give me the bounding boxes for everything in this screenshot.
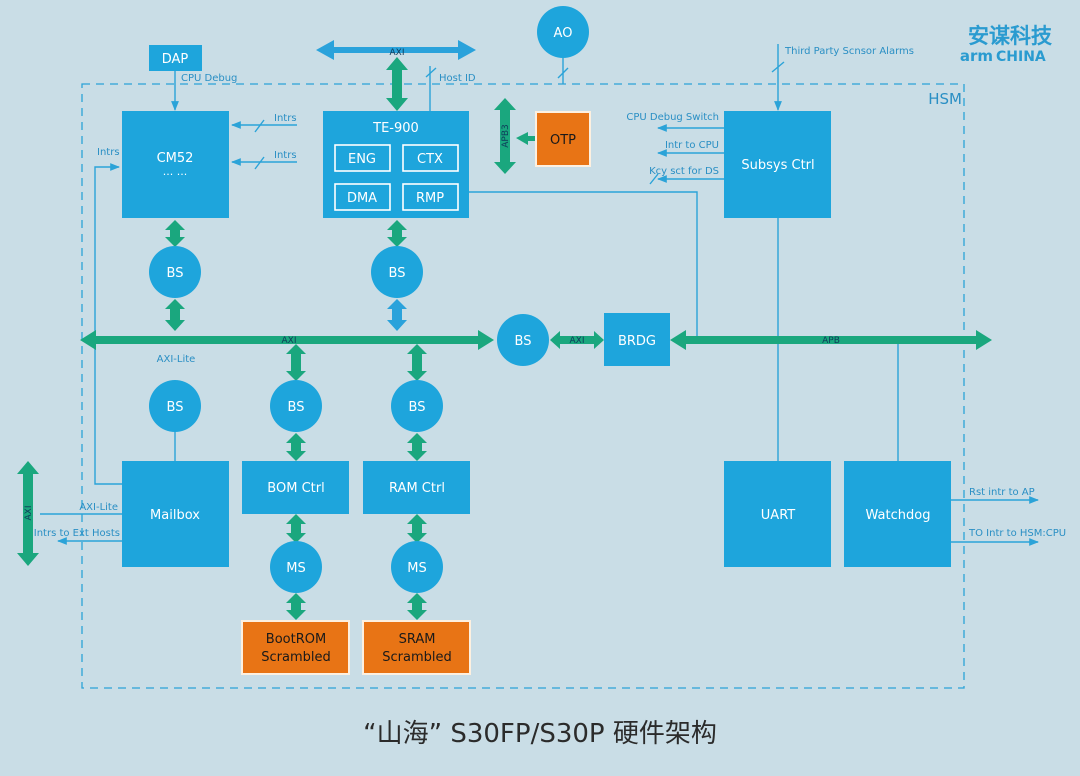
bs-bom: BS xyxy=(270,380,322,432)
left-axi-bus xyxy=(17,461,39,566)
cm52-dots: ··· ··· xyxy=(163,168,187,181)
te900-label: TE-900 xyxy=(372,121,419,136)
brand-china: CHINA xyxy=(996,49,1046,65)
svg-text:MS: MS xyxy=(286,561,305,576)
ram-ctrl-block: RAM Ctrl xyxy=(363,461,470,514)
rst-intr-label: Rst intr to AP xyxy=(969,487,1035,498)
apb-label: APB xyxy=(822,336,840,346)
bs-bridge: BS xyxy=(497,314,549,366)
ms-ram: MS xyxy=(391,541,443,593)
brdg-label: BRDG xyxy=(618,334,656,349)
to-intr-label: TO Intr to HSM:CPU xyxy=(968,528,1066,539)
mailbox-block: Mailbox xyxy=(122,461,229,567)
bootrom-block: BootROM Scrambled xyxy=(241,620,350,675)
ctx-label: CTX xyxy=(417,152,443,167)
otp-label: OTP xyxy=(550,133,576,148)
subsys-ctrl-block: Subsys Ctrl xyxy=(724,111,831,218)
ao-block: AO xyxy=(537,6,589,58)
apb-bus xyxy=(670,330,992,350)
bootrom-label-2: Scrambled xyxy=(261,650,331,665)
ms-bom: MS xyxy=(270,541,322,593)
bs-cm52-top: BS xyxy=(149,246,201,298)
bs-ram: BS xyxy=(391,380,443,432)
svg-text:BS: BS xyxy=(409,400,426,415)
apb3-label: APB3 xyxy=(501,124,511,147)
bom-ctrl-block: BOM Ctrl xyxy=(242,461,349,514)
svg-text:BS: BS xyxy=(167,400,184,415)
bootrom-label-1: BootROM xyxy=(266,632,326,647)
intrs-label-3: Intrs xyxy=(97,147,120,158)
intr-to-cpu-label: Intr to CPU xyxy=(665,140,719,151)
key-sct-label: Kcy sct for DS xyxy=(649,166,719,177)
svg-text:BS: BS xyxy=(288,400,305,415)
rmp-label: RMP xyxy=(416,191,444,206)
eng-label: ENG xyxy=(348,152,376,167)
brand-cn: 安谋科技 xyxy=(968,24,1053,48)
main-axi-bus xyxy=(80,330,494,350)
svg-text:BS: BS xyxy=(167,266,184,281)
cm52-label: CM52 xyxy=(157,151,194,166)
sram-label-2: Scrambled xyxy=(382,650,452,665)
dma-label: DMA xyxy=(347,191,377,206)
axi-lite-label: AXI-Lite xyxy=(157,354,196,365)
watchdog-block: Watchdog xyxy=(844,461,951,567)
intrs-label-1: Intrs xyxy=(274,113,297,124)
mailbox-axi-lite-label: AXI-Lite xyxy=(79,502,118,513)
bs-links xyxy=(165,220,427,620)
ram-ctrl-label: RAM Ctrl xyxy=(389,481,445,496)
sram-label-1: SRAM xyxy=(399,632,436,647)
intrs-ext-label: Intrs to Ext Hosts xyxy=(34,528,120,539)
host-id-label: Host ID xyxy=(439,73,476,84)
bom-ctrl-label: BOM Ctrl xyxy=(267,481,324,496)
bs-te900: BS xyxy=(371,246,423,298)
hsm-boundary xyxy=(81,83,965,689)
intrs-label-2: Intrs xyxy=(274,150,297,161)
buses: AXI APB3 AXI AXI-Lite AXI APB AXI xyxy=(17,40,992,620)
cpu-debug-label: CPU Debug xyxy=(181,73,237,84)
cpu-debug-switch-label: CPU Debug Switch xyxy=(626,112,719,123)
uart-label: UART xyxy=(761,508,795,523)
brand-logo: 安谋科技 arm CHINA xyxy=(960,24,1053,65)
svg-text:BS: BS xyxy=(515,334,532,349)
subsys-ctrl-label: Subsys Ctrl xyxy=(741,158,814,173)
dap-block: DAP xyxy=(149,45,202,71)
top-axi-label: AXI xyxy=(390,48,405,58)
cm52-block: CM52 ··· ··· xyxy=(122,111,229,218)
dap-label: DAP xyxy=(162,52,189,67)
apb3-bus xyxy=(494,98,516,174)
otp-block: OTP xyxy=(535,111,591,167)
mailbox-label: Mailbox xyxy=(150,508,200,523)
top-axi-bus xyxy=(316,40,476,60)
hsm-label: HSM xyxy=(928,90,962,108)
uart-block: UART xyxy=(724,461,831,567)
sram-block: SRAM Scrambled xyxy=(362,620,471,675)
third-party-label: Third Party Scnsor Alarms xyxy=(784,46,914,57)
main-axi-label: AXI xyxy=(282,336,297,346)
brdg-block: BRDG xyxy=(604,313,670,366)
signal-labels: CPU Debug Host ID Intrs Intrs Intrs Thir… xyxy=(34,46,1066,539)
svg-text:AXI: AXI xyxy=(570,336,585,346)
watchdog-label: Watchdog xyxy=(866,508,931,523)
bs-mailbox: BS xyxy=(149,380,201,432)
svg-text:AXI: AXI xyxy=(24,506,34,521)
diagram-caption: “山海” S30FP/S30P 硬件架构 xyxy=(363,719,717,749)
brand-arm: arm xyxy=(960,47,993,65)
svg-text:BS: BS xyxy=(389,266,406,281)
ao-label: AO xyxy=(554,26,573,41)
te900-block: TE-900 ENG CTX DMA RMP xyxy=(323,111,469,218)
svg-text:MS: MS xyxy=(407,561,426,576)
